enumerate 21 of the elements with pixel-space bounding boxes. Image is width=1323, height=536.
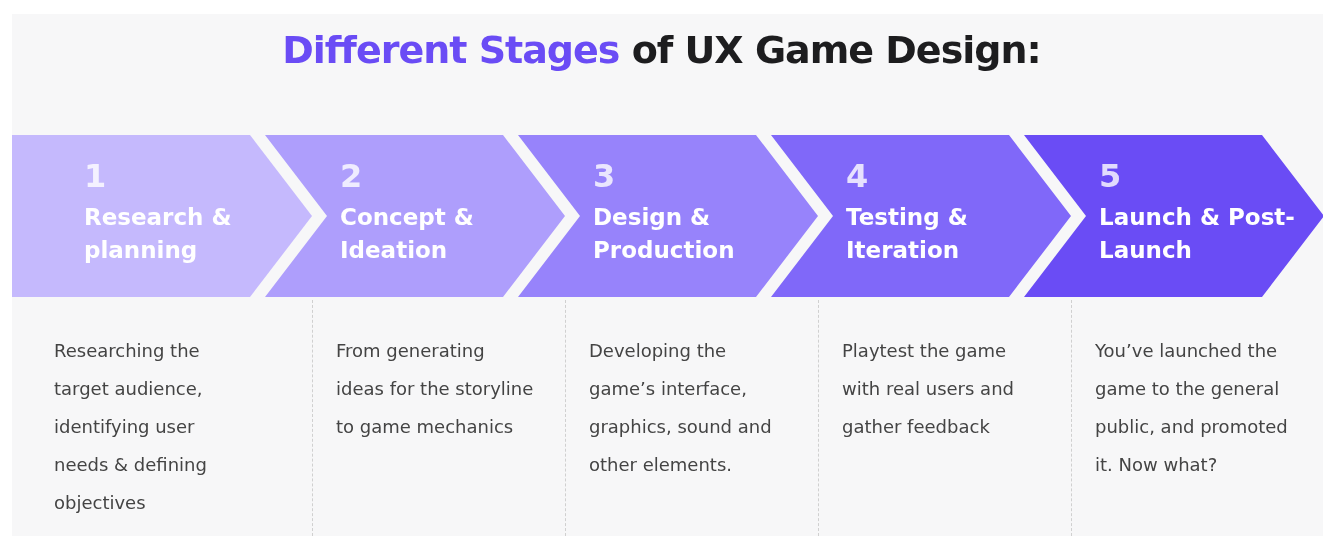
step-number: 1	[84, 157, 107, 195]
chevron-step	[1024, 135, 1323, 297]
step-description: You’ve launched the game to the general public, and promoted it. Now what?	[1095, 339, 1289, 477]
step-description: Playtest the game with real users and gather feedback	[842, 339, 1015, 439]
chevron-step	[265, 135, 565, 297]
chevron-step	[12, 135, 312, 297]
step-heading: Launch & Post-Launch	[1099, 203, 1296, 265]
step-heading: Design & Production	[593, 203, 736, 265]
step-description: Developing the game’s interface, graphics, sound and other elements.	[589, 339, 773, 477]
step-heading: Testing & Iteration	[846, 203, 969, 265]
title: Different Stages of UX Game Design:	[281, 28, 1042, 72]
chevron-step	[518, 135, 818, 297]
step-description: From generating ideas for the storyline to game mechanics	[336, 339, 535, 439]
step-heading: Concept & Ideation	[340, 203, 475, 265]
step-number: 4	[846, 157, 869, 195]
chevron-step	[771, 135, 1071, 297]
step-number: 5	[1099, 157, 1122, 195]
step-number: 2	[340, 157, 363, 195]
step-heading: Research & planning	[84, 203, 233, 265]
step-description: Researching the target audience, identifying user needs & defining objectives	[54, 339, 208, 515]
step-number: 3	[593, 157, 616, 195]
